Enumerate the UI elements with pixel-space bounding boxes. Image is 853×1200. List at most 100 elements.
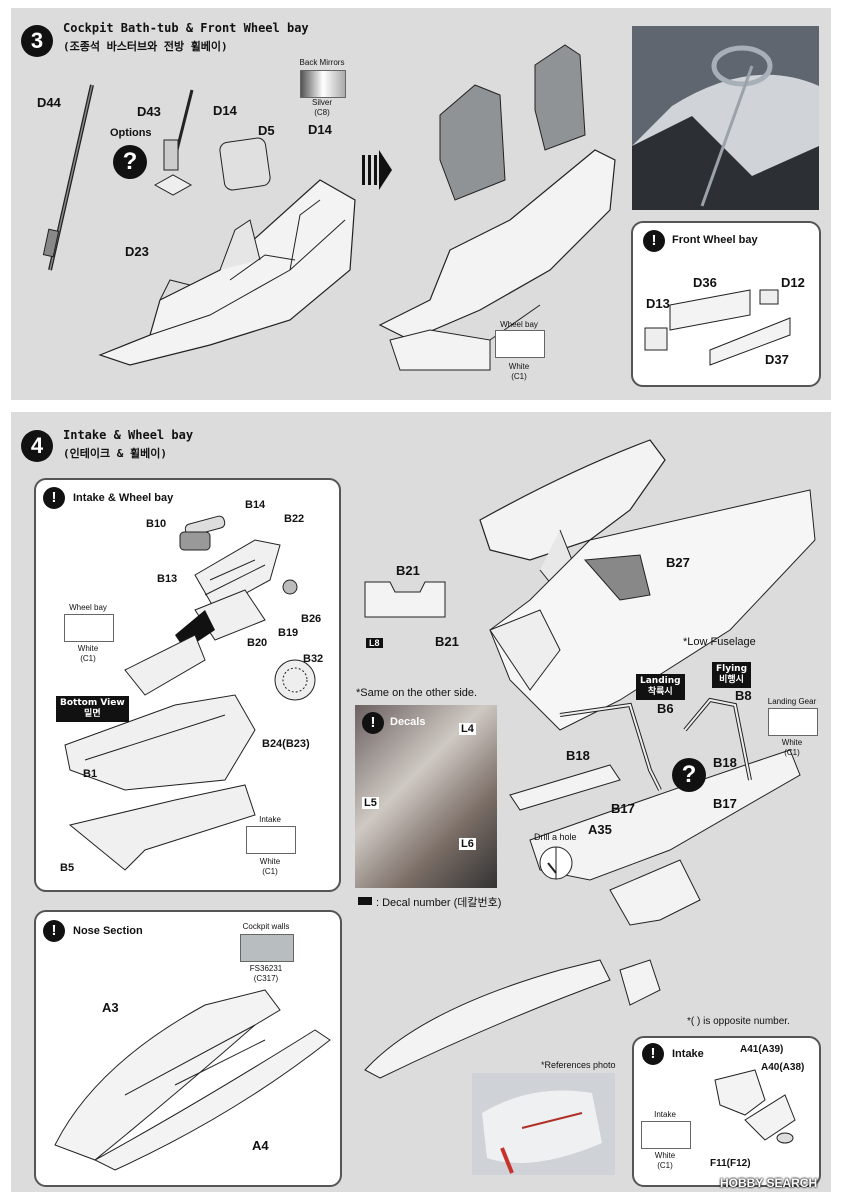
part-label-b26: B26 — [301, 613, 322, 625]
wheel-bay-color-step3: White — [508, 362, 530, 371]
part-label-b6: B6 — [657, 701, 674, 716]
intake-code-detail: (C1) — [657, 1161, 673, 1170]
step3-title: Cockpit Bath-tub & Front Wheel bay — [63, 21, 309, 35]
wheel-bay-color-step4: White — [77, 644, 99, 653]
part-label-b18a: B18 — [566, 748, 590, 763]
part-label-b21: B21 — [435, 634, 459, 649]
decal-legend-swatch — [358, 897, 372, 905]
wheel-bay-code-step3: (C1) — [511, 372, 527, 381]
decal-l8-tag: L8 — [366, 638, 383, 648]
drill-hole-icon — [539, 846, 573, 880]
part-label-b24: B24(B23) — [262, 738, 310, 750]
options-label: Options — [110, 127, 152, 139]
intake-code-box: (C1) — [262, 867, 278, 876]
part-label-b1: B1 — [83, 768, 98, 780]
intake-detail-note-icon: ! — [642, 1043, 664, 1065]
decal-l4: L4 — [459, 723, 476, 735]
step-arrow-icon — [362, 150, 392, 190]
same-other-side-note: *Same on the other side. — [356, 687, 478, 699]
part-label-b20: B20 — [247, 637, 268, 649]
d43-rod-drawing — [153, 89, 194, 196]
references-photo — [472, 1073, 615, 1175]
low-fuselage-note: *Low Fuselage — [683, 636, 756, 648]
drill-hole-note: Drill a hole — [534, 832, 577, 842]
step4-number: 4 — [21, 430, 53, 462]
cockpit-walls-code2: (C317) — [253, 974, 279, 983]
decal-legend: : Decal number (데칼번호) — [376, 897, 502, 909]
decals-note-icon: ! — [362, 712, 384, 734]
cockpit-walls-code: FS36231 — [249, 964, 283, 973]
d44-rod-drawing — [42, 84, 94, 271]
intake-label-detail: Intake — [654, 1110, 676, 1119]
part-label-b21-top: B21 — [396, 563, 420, 578]
cockpit-seats-drawing — [378, 44, 616, 371]
intake-detail-drawing — [714, 1069, 796, 1144]
intake-swatch-detail — [641, 1121, 691, 1149]
back-mirrors-swatch — [300, 70, 346, 98]
part-label-d12: D12 — [781, 275, 805, 290]
landing-gear-color: White — [781, 738, 803, 747]
part-label-b22: B22 — [284, 513, 305, 525]
front-wheel-bay-note-icon: ! — [643, 230, 665, 252]
nose-section-drawing — [54, 989, 331, 1171]
fuselage-drawing — [479, 439, 816, 926]
front-wheel-bay-drawing — [644, 289, 791, 366]
intake-wheel-bay-note-icon: ! — [43, 487, 65, 509]
back-mirrors-label: Back Mirrors — [299, 58, 345, 67]
canopy-reference-photo — [632, 26, 819, 210]
decal-l5: L5 — [362, 797, 379, 809]
gear-option-question-icon: ? — [672, 758, 706, 792]
wheel-bay-code-step4: (C1) — [80, 654, 96, 663]
cockpit-tub-drawing — [98, 137, 356, 366]
back-mirrors-code: (C8) — [314, 108, 330, 117]
references-photo-label: *References photo — [541, 1060, 616, 1070]
intake-color-detail: White — [654, 1151, 676, 1160]
opposite-number-note: *( ) is opposite number. — [687, 1016, 790, 1027]
decal-l6: L6 — [459, 838, 476, 850]
landing-tag: Landing 착륙시 — [636, 674, 685, 700]
part-label-b10: B10 — [146, 518, 167, 530]
landing-gear-swatch — [768, 708, 818, 736]
part-label-d44: D44 — [37, 95, 61, 110]
nose-section-note-icon: ! — [43, 920, 65, 942]
b21-drawing — [364, 581, 446, 618]
landing-gear-label: Landing Gear — [767, 697, 817, 706]
part-label-b32: B32 — [303, 653, 324, 665]
back-mirrors-color: Silver — [311, 98, 332, 107]
intake-label-box: Intake — [259, 815, 281, 824]
flying-tag: Flying 비행시 — [712, 662, 752, 688]
part-label-d13: D13 — [646, 296, 670, 311]
part-label-a41: A41(A39) — [740, 1044, 784, 1055]
part-label-a40: A40(A38) — [761, 1062, 805, 1073]
landing-gear-code: (C1) — [784, 748, 800, 757]
part-label-b19: B19 — [278, 627, 299, 639]
part-label-b8: B8 — [735, 688, 752, 703]
part-label-b18b: B18 — [713, 755, 737, 770]
cockpit-walls-label: Cockpit walls — [242, 922, 290, 931]
part-label-a3: A3 — [102, 1000, 119, 1015]
wheel-bay-swatch-step4 — [64, 614, 114, 642]
part-label-a4: A4 — [252, 1138, 269, 1153]
part-label-d14b: D14 — [308, 122, 332, 137]
part-label-f11: F11(F12) — [710, 1158, 751, 1169]
part-label-d5: D5 — [258, 123, 275, 138]
cockpit-walls-swatch — [240, 934, 294, 962]
intake-wheel-bay-title: Intake & Wheel bay — [73, 492, 174, 504]
part-label-b14: B14 — [245, 499, 266, 511]
step3-number: 3 — [21, 25, 53, 57]
part-label-d43: D43 — [137, 104, 161, 119]
part-label-b13: B13 — [157, 573, 178, 585]
part-label-b5: B5 — [60, 862, 75, 874]
step3-title-ko: (조종석 바스터브와 전방 휠베이) — [63, 40, 228, 53]
watermark: HOBBY SEARCH — [720, 1176, 818, 1190]
nose-center-drawing — [364, 959, 661, 1079]
intake-wheel-bay-drawing — [64, 515, 316, 871]
intake-detail-title: Intake — [672, 1048, 704, 1060]
step4-title: Intake & Wheel bay — [63, 428, 194, 442]
part-label-b27: B27 — [666, 555, 690, 570]
part-label-b17b: B17 — [713, 796, 737, 811]
part-label-b17a: B17 — [611, 801, 635, 816]
part-label-d37: D37 — [765, 352, 789, 367]
part-label-d23: D23 — [125, 244, 149, 259]
bottom-view-tag: Bottom View 밑면 — [56, 696, 129, 722]
